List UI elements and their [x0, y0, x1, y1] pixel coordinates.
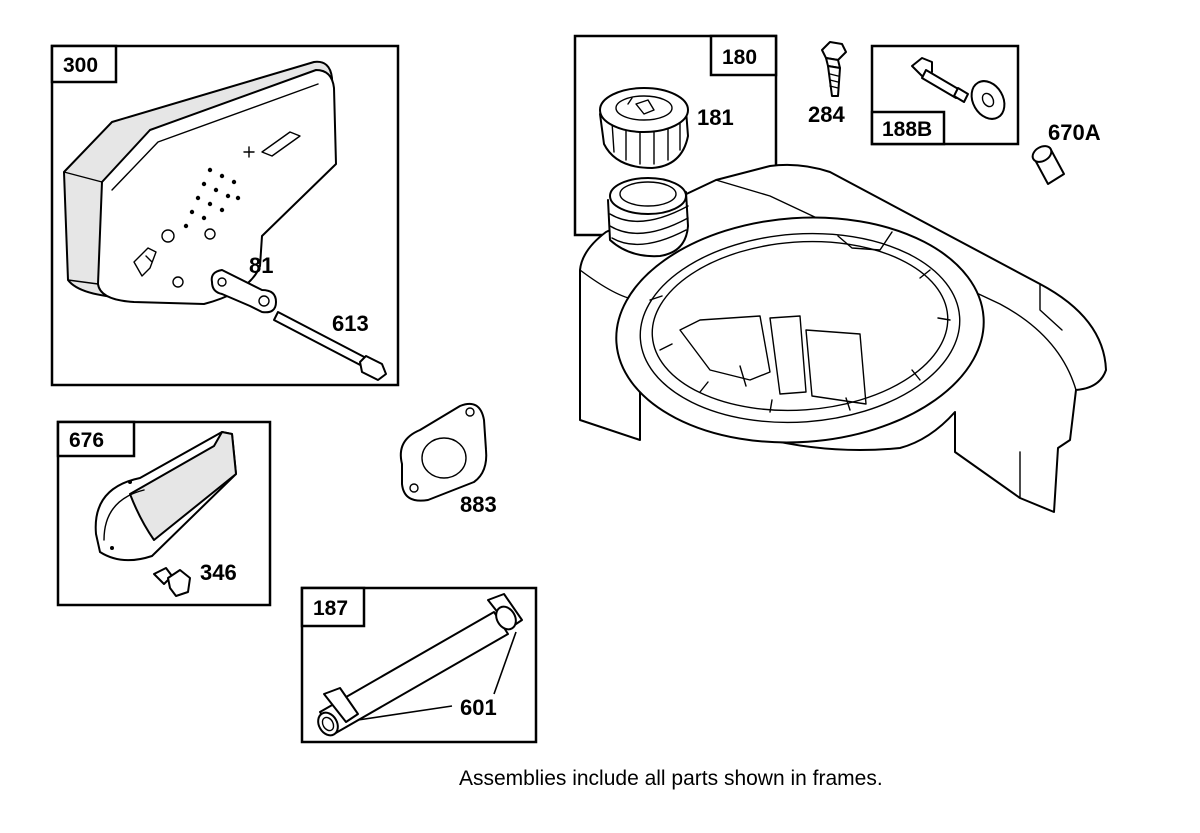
frame-label-187: 187	[313, 597, 348, 620]
guard-screw-part	[153, 567, 191, 597]
assembly-frame-187: 187	[300, 586, 538, 744]
shoulder-bolt-part	[911, 57, 969, 103]
blower-housing-fuel-tank-part	[579, 163, 1107, 513]
frame-label-180: 180	[722, 46, 757, 69]
muffler-part	[63, 60, 337, 305]
assembly-frame-676: 676	[56, 420, 272, 607]
diagram-caption: Assemblies include all parts shown in fr…	[459, 767, 883, 790]
frame-label-188b: 188B	[882, 118, 932, 141]
callout-883: 883	[460, 492, 497, 517]
washer-part	[970, 80, 1006, 120]
callout-81: 81	[249, 253, 273, 278]
muffler-bolt-part	[273, 311, 387, 381]
assembly-frame-188b: 188B	[870, 44, 1020, 146]
callout-613: 613	[332, 311, 369, 336]
assembly-frame-180: 180	[573, 34, 778, 237]
fuel-line-part	[317, 593, 523, 737]
frame-label-676: 676	[69, 429, 104, 452]
muffler-vent-holes	[183, 167, 241, 229]
spacer-part	[1031, 145, 1065, 185]
callout-670a: 670A	[1048, 120, 1101, 145]
muffler-gasket-part	[399, 402, 488, 502]
muffler-guard-part	[94, 431, 237, 562]
callout-181: 181	[697, 105, 734, 130]
assembly-frame-300: 300	[50, 44, 400, 387]
callout-601: 601	[460, 695, 497, 720]
callout-284: 284	[808, 102, 845, 127]
callout-346: 346	[200, 560, 237, 585]
muffler-bracket-part	[210, 269, 277, 314]
screw-284-part	[821, 41, 847, 97]
frame-label-300: 300	[63, 54, 98, 77]
fuel-line-clamp-leaders	[357, 631, 517, 721]
fuel-cap-part	[599, 87, 689, 169]
